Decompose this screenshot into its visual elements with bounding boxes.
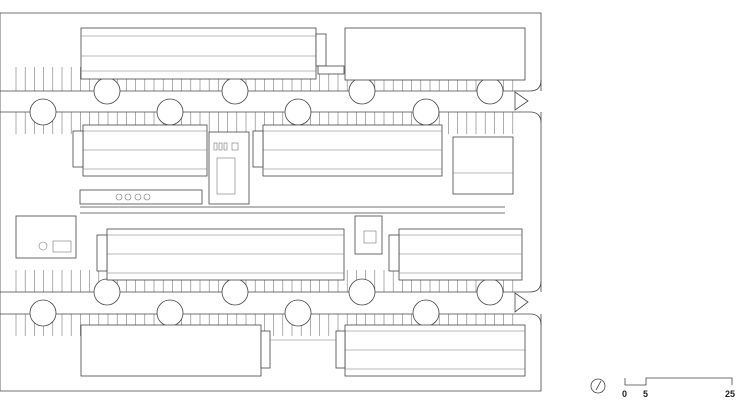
building (80, 27, 317, 80)
tree-icon (412, 299, 440, 327)
tree-icon (221, 77, 249, 105)
tree-icon (348, 77, 376, 105)
building (344, 27, 526, 81)
scale-label-25: 25 (725, 389, 735, 399)
tree-icon (93, 278, 121, 306)
building (106, 228, 345, 281)
north-arrow-icon (590, 378, 606, 394)
tree-icon (284, 299, 312, 327)
tree-icon (156, 299, 184, 327)
buildings (15, 27, 526, 377)
tree-icon (412, 98, 440, 126)
building (262, 124, 443, 177)
utility-box (354, 215, 383, 255)
building (80, 324, 262, 377)
tree-icon (221, 278, 249, 306)
tree-icon (348, 278, 376, 306)
building (82, 124, 208, 177)
tree-icon (476, 278, 504, 306)
building (452, 136, 514, 195)
equipment-pad (15, 215, 77, 259)
trees (29, 77, 504, 327)
tree-icon (476, 77, 504, 105)
scale-label-0: 0 (622, 389, 627, 399)
scale-label-5: 5 (643, 389, 648, 399)
roads (0, 79, 542, 326)
building (344, 324, 526, 377)
tree-icon (156, 98, 184, 126)
scale-bar: 0 5 25 (622, 377, 735, 399)
building (398, 228, 523, 281)
tree-icon (284, 98, 312, 126)
kiosk (208, 131, 250, 205)
tree-icon (93, 77, 121, 105)
site-boundary (0, 12, 542, 392)
tree-icon (29, 299, 57, 327)
tree-icon (29, 98, 57, 126)
